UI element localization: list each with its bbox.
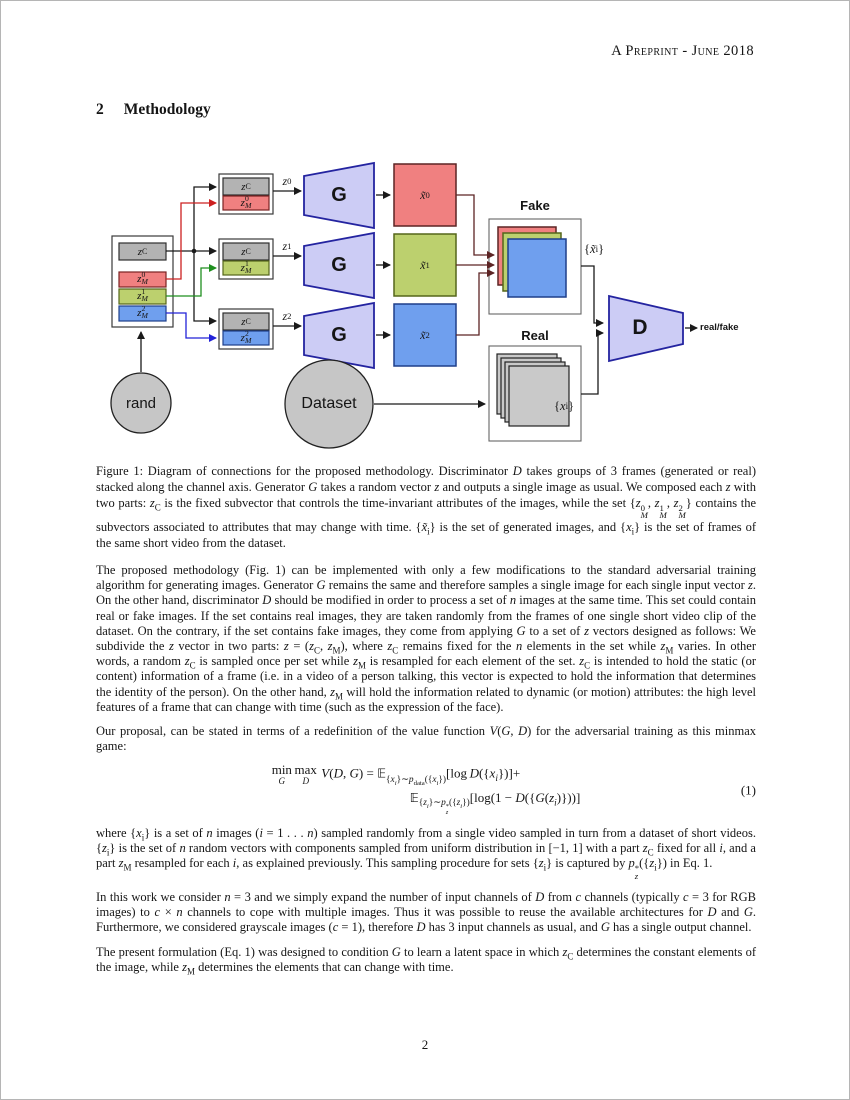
paragraph-1: The proposed methodology (Fig. 1) can be…: [96, 563, 757, 714]
equation-line-2: 𝔼{zi}∼p*z({zi})[log(1 − D({G(zi)}))]: [409, 789, 581, 816]
z-box-0: [218, 173, 274, 215]
diagram-connectors: [137, 183, 698, 408]
rand-node: [110, 372, 172, 434]
label-real: Real: [521, 327, 549, 343]
label-set-fake: {x̃i}: [584, 241, 605, 256]
running-header: A Preprint - June 2018: [611, 43, 754, 59]
paragraph-4: In this work we consider n = 3 and we si…: [96, 889, 756, 935]
section-title: Methodology: [123, 101, 211, 118]
paragraph-3: where {xi} is a set of n images (i = 1 .…: [96, 825, 756, 882]
diagram-canvas: [110, 161, 698, 449]
label-x1: x̃1: [420, 257, 430, 272]
label-dataset: Dataset: [301, 395, 357, 412]
figure-caption: Figure 1: Diagram of connections for the…: [96, 464, 757, 551]
paragraph-5: The present formulation (Eq. 1) was desi…: [96, 944, 756, 977]
label-rand: rand: [125, 394, 157, 412]
generator-trapezoid-1: [303, 231, 375, 300]
equation-number: (1): [740, 782, 756, 798]
label-discriminator: D: [632, 316, 648, 339]
generated-image-0: [393, 163, 457, 227]
body-text: The proposed methodology (Fig. 1) can be…: [96, 563, 756, 984]
fake-stack-box: [488, 218, 582, 315]
label-generator-2: G: [331, 323, 347, 346]
generated-image-2: [393, 303, 457, 367]
label-generator-1: G: [331, 253, 347, 276]
discriminator-trapezoid: [608, 294, 684, 363]
generator-trapezoid-2: [303, 301, 375, 370]
paragraph-2: Our proposal, can be stated in terms of …: [96, 724, 757, 754]
page-number: 2: [421, 1037, 429, 1052]
label-x0: x̃0: [420, 187, 430, 202]
z-box-1: [218, 238, 274, 280]
label-fake: Fake: [520, 197, 550, 213]
label-x2: x̃2: [420, 327, 430, 342]
section-number: 2: [96, 101, 104, 118]
label-generator-0: G: [331, 183, 347, 206]
section-heading: 2 Methodology: [96, 101, 211, 119]
real-stack-box: [488, 345, 582, 442]
dataset-node: [284, 359, 374, 449]
z-box-2: [218, 308, 274, 350]
generator-trapezoid-0: [303, 161, 375, 230]
label-realfake-output: real/fake: [700, 322, 739, 333]
